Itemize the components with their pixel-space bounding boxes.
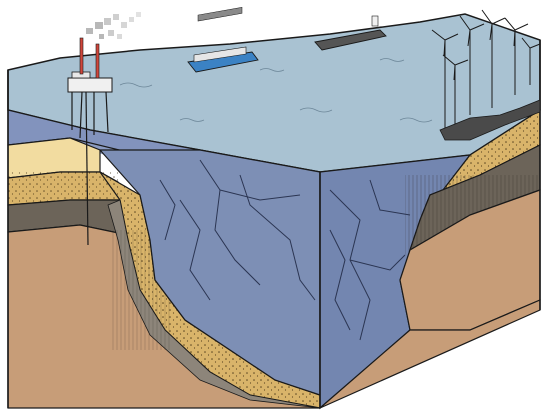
seabed-patch — [439, 99, 541, 141]
water-column — [98, 149, 321, 396]
right-strata — [319, 108, 541, 409]
sea-ripples — [119, 58, 433, 123]
block-edges — [7, 40, 541, 408]
platform-legs — [71, 91, 109, 139]
platform — [67, 37, 113, 246]
platform-deck — [67, 77, 113, 93]
chimney-right — [95, 43, 100, 79]
fault-lines — [159, 159, 411, 341]
left-strata — [7, 137, 321, 409]
smoke-plume — [86, 12, 141, 39]
chimney-left — [79, 37, 84, 75]
tanker-ship — [314, 15, 387, 51]
drill-pipe — [85, 91, 89, 246]
cargo-ship — [187, 7, 259, 73]
